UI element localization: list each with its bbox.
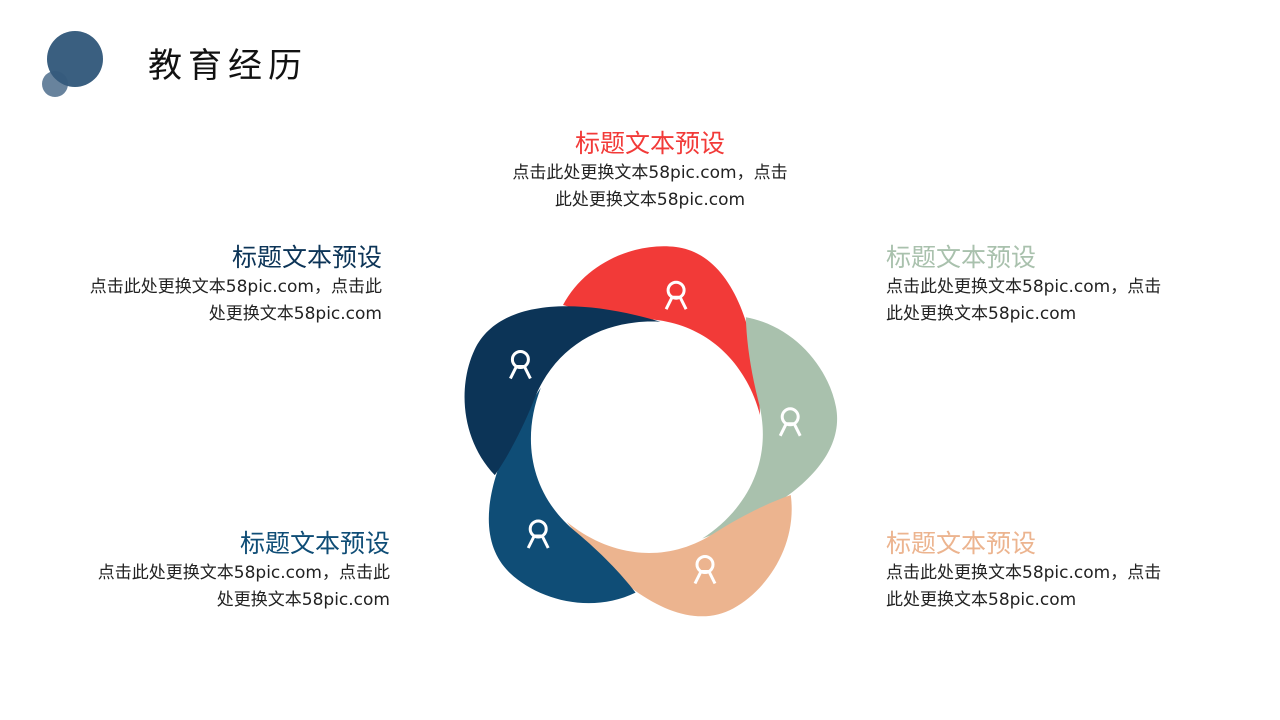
item-right-bottom: 标题文本预设 点击此处更换文本58pic.com，点击此处更换文本58pic.c… bbox=[886, 528, 1176, 614]
item-left-top: 标题文本预设 点击此处更换文本58pic.com，点击此处更换文本58pic.c… bbox=[82, 242, 382, 328]
item-body: 点击此处更换文本58pic.com，点击此处更换文本58pic.com bbox=[97, 563, 390, 610]
petal-4 bbox=[488, 387, 636, 604]
money-bag-icon bbox=[526, 519, 550, 549]
item-right-top: 标题文本预设 点击此处更换文本58pic.com，点击此处更换文本58pic.c… bbox=[886, 242, 1176, 328]
petal-3 bbox=[566, 495, 792, 617]
page-title: 教育经历 bbox=[148, 46, 308, 86]
petal-2 bbox=[702, 317, 838, 539]
gears-team-icon bbox=[693, 555, 717, 585]
item-title: 标题文本预设 bbox=[886, 529, 1037, 558]
item-title: 标题文本预设 bbox=[239, 529, 390, 558]
item-body: 点击此处更换文本58pic.com，点击此处更换文本58pic.com bbox=[89, 277, 382, 324]
cycle-diagram bbox=[464, 246, 838, 617]
item-body: 点击此处更换文本58pic.com，点击此处更换文本58pic.com bbox=[886, 277, 1162, 324]
team-growth-icon bbox=[664, 280, 688, 310]
item-title: 标题文本预设 bbox=[886, 243, 1037, 272]
petal-5 bbox=[464, 306, 661, 476]
search-person-icon bbox=[778, 407, 802, 437]
item-top: 标题文本预设 点击此处更换文本58pic.com，点击此处更换文本58pic.c… bbox=[490, 128, 810, 214]
item-title: 标题文本预设 bbox=[231, 243, 382, 272]
item-body: 点击此处更换文本58pic.com，点击此处更换文本58pic.com bbox=[886, 563, 1162, 610]
petal-1 bbox=[563, 246, 760, 415]
item-left-bottom: 标题文本预设 点击此处更换文本58pic.com，点击此处更换文本58pic.c… bbox=[90, 528, 390, 614]
idea-bulb-icon bbox=[509, 350, 532, 380]
item-body: 点击此处更换文本58pic.com，点击此处更换文本58pic.com bbox=[512, 163, 788, 210]
header-circle-small bbox=[42, 71, 68, 97]
item-title: 标题文本预设 bbox=[574, 129, 725, 158]
